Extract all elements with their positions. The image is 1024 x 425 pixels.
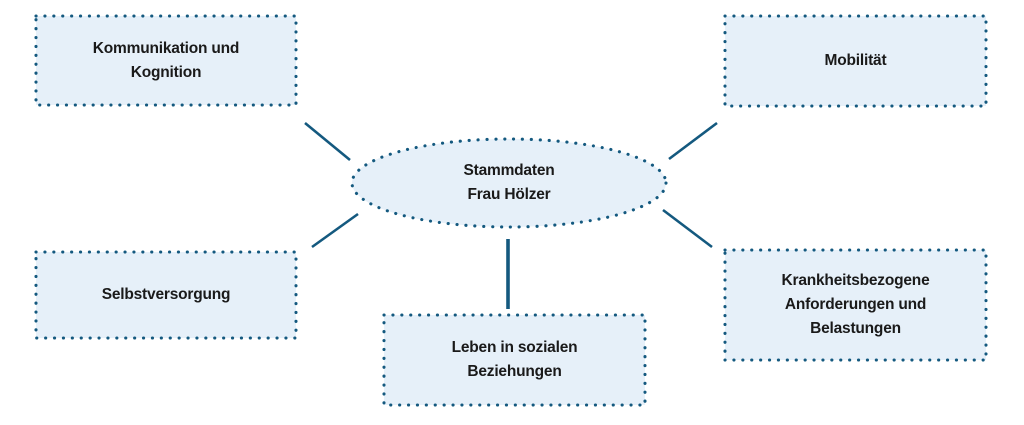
- node-box-kommunikation: [34, 14, 298, 107]
- node-box-krankheit: [723, 248, 988, 362]
- connector-bottom-right: [662, 208, 713, 249]
- connector-top-right: [668, 121, 718, 161]
- node-box-leben: [382, 313, 647, 407]
- node-box-mobilitaet: [723, 14, 988, 108]
- connector-bottom-left: [311, 212, 359, 249]
- connector-top-left: [304, 121, 351, 162]
- node-box-selbstversorgung: [34, 250, 298, 340]
- center-ellipse: [350, 137, 668, 229]
